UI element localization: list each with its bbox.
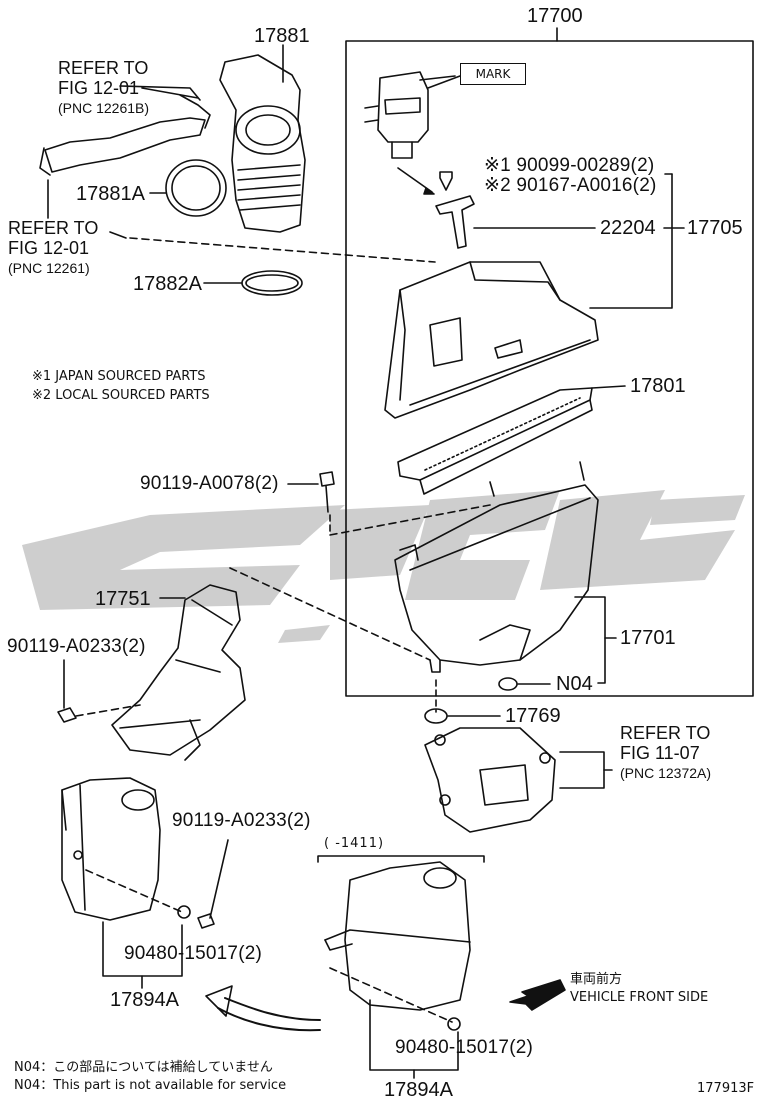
refer-line3: (PNC 12372A): [620, 765, 712, 781]
resonator-bottom-shape: [324, 861, 471, 1011]
part-90119-a0078: 90119-A0078(2): [140, 473, 279, 494]
refer-line1: REFER TO: [620, 723, 711, 743]
part-17705: 17705: [687, 217, 743, 239]
vehicle-front-arrow: [509, 979, 566, 1011]
figure-code: 177913F: [697, 1081, 755, 1096]
part-90480-15017-left: 90480-15017(2): [124, 943, 263, 964]
note-local-sourced: ※2 LOCAL SOURCED PARTS: [32, 388, 210, 403]
part-90099-00289: ※1 90099-00289(2): [484, 155, 655, 176]
note-japan-sourced: ※1 JAPAN SOURCED PARTS: [32, 369, 206, 384]
part-n04: N04: [556, 673, 593, 695]
refer-to-fig-12-01-a: REFER TO FIG 12-01 (PNC 12261B): [58, 58, 149, 118]
footnote-jp: N04：この部品については補給していません: [14, 1060, 273, 1075]
lower-case-shape: [394, 461, 599, 673]
part-17700: 17700: [527, 5, 583, 27]
part-17801: 17801: [630, 375, 686, 397]
refer-line3: (PNC 12261): [8, 260, 90, 276]
refer-line2: FIG 11-07: [620, 743, 700, 763]
part-17881: 17881: [254, 25, 310, 47]
part-90167-a0016: ※2 90167-A0016(2): [484, 175, 657, 196]
part-22204: 22204: [600, 217, 656, 239]
refer-line1: REFER TO: [58, 58, 149, 78]
refer-to-fig-11-07: REFER TO FIG 11-07 (PNC 12372A): [620, 723, 711, 783]
part-90119-a0233-left: 90119-A0233(2): [7, 636, 146, 657]
part-90119-a0233-right: 90119-A0233(2): [172, 810, 311, 831]
part-17882a: 17882A: [133, 273, 202, 295]
refer-line2: FIG 12-01: [8, 238, 90, 258]
bracket-shape: [424, 727, 556, 833]
vehicle-front-jp: 車両前方: [570, 972, 623, 987]
part-17751: 17751: [95, 588, 151, 610]
part-17894a-bottom: 17894A: [384, 1079, 453, 1101]
watermark-logo: [22, 490, 745, 643]
refer-to-fig-12-01-b: REFER TO FIG 12-01 (PNC 12261): [8, 218, 98, 278]
upper-case-shape: [384, 261, 599, 419]
part-90480-15017-bottom: 90480-15017(2): [395, 1037, 534, 1058]
vehicle-front-en: VEHICLE FRONT SIDE: [570, 990, 709, 1005]
resonator-left-shape: [61, 777, 161, 921]
part-17894a-left: 17894A: [110, 989, 179, 1011]
footnote-en: N04：This part is not available for servi…: [14, 1078, 287, 1093]
refer-line2: FIG 12-01: [58, 78, 140, 98]
applicability-range: ( -1411): [324, 836, 385, 851]
refer-line3: (PNC 12261B): [58, 100, 150, 116]
assembly-box-17700: [345, 40, 754, 697]
airflow-sensor-shape: [364, 71, 456, 159]
mark-label: MARK: [460, 63, 526, 85]
intake-duct-shape: [219, 54, 306, 233]
filter-element-shape: [397, 387, 593, 495]
part-17881a: 17881A: [76, 183, 145, 205]
refer-line1: REFER TO: [8, 218, 99, 238]
part-17769: 17769: [505, 705, 561, 727]
air-inlet-shape: [111, 584, 246, 761]
part-17701: 17701: [620, 627, 676, 649]
